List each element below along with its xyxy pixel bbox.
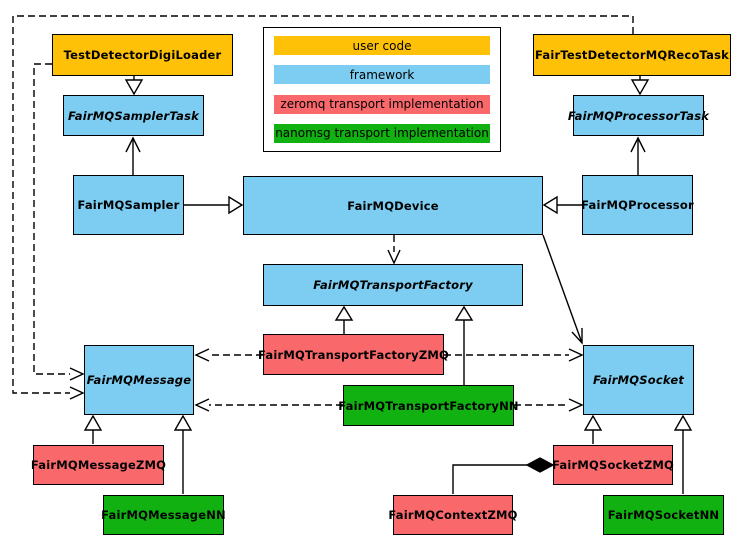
node-fairmqprocessortask: FairMQProcessorTask	[568, 95, 709, 136]
node-fairmqcontextzmq: FairMQContextZMQ	[388, 495, 517, 535]
node-fairmqmessagezmq: FairMQMessageZMQ	[31, 445, 166, 485]
node-fairmqprocessor: FairMQProcessor	[581, 175, 694, 235]
legend-item-nanomsg: nanomsg transport implementation	[274, 123, 490, 143]
edge-inheritance-digiloader-samplertask	[124, 76, 144, 96]
edge-inheritance-recotask-processortask	[630, 76, 650, 96]
node-fairmqtransportfactorynn: FairMQTransportFactoryNN	[338, 385, 519, 426]
node-fairmqsocketnn: FairMQSocketNN	[603, 495, 724, 535]
node-fairmqtransportfactoryzmq: FairMQTransportFactoryZMQ	[258, 334, 449, 375]
node-fairmqsamplertask: FairMQSamplerTask	[63, 95, 204, 136]
edge-association-processor-processortask	[630, 136, 646, 175]
edge-inheritance-sampler-device	[184, 195, 244, 215]
node-fairmqmessage: FairMQMessage	[84, 345, 194, 415]
edge-association-sampler-samplertask	[125, 136, 141, 175]
edge-inheritance-factorynn-transportfactory	[454, 305, 474, 385]
node-fairtestdetectormqrecotask: FairTestDetectorMQRecoTask	[533, 34, 731, 76]
edge-inheritance-processor-device	[542, 195, 582, 215]
node-fairmqtransportfactory: FairMQTransportFactory	[263, 264, 523, 306]
edge-dependency-recotask-message	[12, 15, 634, 400]
edge-dependency-factoryzmq-socket	[444, 348, 584, 362]
edge-inheritance-messagenn-message	[173, 414, 193, 494]
edge-dependency-factoryzmq-message	[194, 348, 263, 362]
node-fairmqdevice: FairMQDevice	[243, 176, 543, 235]
edge-association-device-socket	[542, 234, 583, 345]
node-testdetectordigiloader: TestDetectorDigiLoader	[52, 34, 233, 76]
edge-dependency-digiloader-message	[33, 63, 85, 381]
legend-item-user-code: user code	[274, 36, 490, 55]
edge-composition-socketzmq-contextzmq	[452, 457, 555, 494]
legend-item-framework: framework	[274, 65, 490, 85]
edge-inheritance-socketzmq-socket	[583, 414, 603, 444]
node-fairmqsocketzmq: FairMQSocketZMQ	[552, 445, 674, 485]
legend-box: user code framework zeromq transport imp…	[263, 27, 501, 152]
edge-inheritance-socketnn-socket	[673, 414, 693, 494]
edge-dependency-factorynn-socket	[514, 398, 584, 412]
node-fairmqmessagenn: FairMQMessageNN	[101, 495, 226, 535]
node-fairmqsampler: FairMQSampler	[73, 175, 184, 235]
edge-inheritance-messagezmq-message	[83, 414, 103, 444]
node-fairmqsocket: FairMQSocket	[583, 345, 694, 415]
legend-item-zeromq: zeromq transport implementation	[274, 94, 490, 114]
edge-dependency-factorynn-message	[194, 398, 343, 412]
edge-inheritance-factoryzmq-transportfactory	[334, 305, 354, 334]
edge-dependency-device-transportfactory	[387, 235, 401, 265]
